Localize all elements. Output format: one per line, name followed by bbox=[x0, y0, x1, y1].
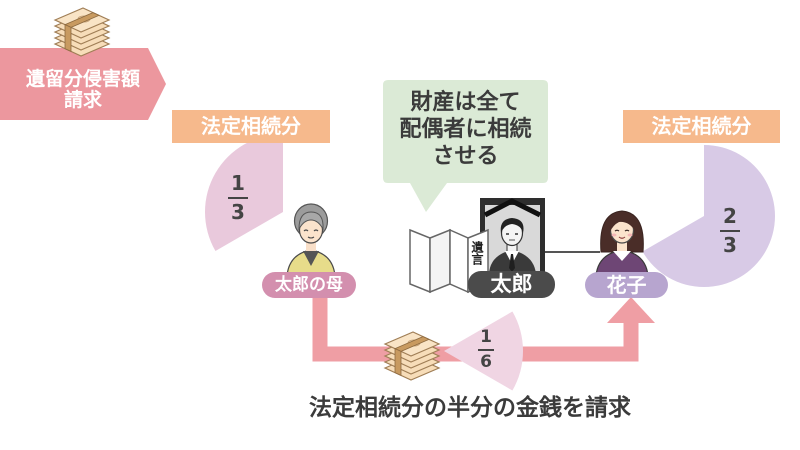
fraction-denominator: 3 bbox=[231, 200, 245, 224]
arrow-up-icon bbox=[607, 297, 655, 323]
portrait-tie bbox=[509, 254, 515, 272]
elderly-woman-icon bbox=[286, 203, 336, 277]
money-stack-icon bbox=[383, 331, 441, 381]
fraction-bar bbox=[720, 230, 740, 232]
speech-bubble-line-3: させる bbox=[432, 144, 499, 169]
speech-bubble bbox=[383, 80, 548, 212]
mother-neck bbox=[306, 241, 316, 251]
spouse-blush-left bbox=[611, 233, 617, 237]
fraction-numerator: 1 bbox=[480, 327, 492, 347]
spouse-neck bbox=[617, 241, 627, 251]
claim-banner-shape bbox=[0, 48, 166, 120]
will-panel-1 bbox=[409, 228, 431, 294]
mother-legal-share-label: 法定相続分 bbox=[172, 110, 330, 143]
mother-share-sector bbox=[204, 134, 283, 251]
memorial-portrait-icon bbox=[480, 198, 545, 278]
fraction-denominator: 3 bbox=[723, 233, 737, 257]
fraction-numerator: 2 bbox=[723, 204, 737, 228]
fraction-bar bbox=[228, 197, 248, 199]
mother-inner-shirt bbox=[303, 251, 319, 266]
spouse-mouth bbox=[618, 236, 626, 239]
will-panel-3 bbox=[449, 228, 469, 294]
spouse-eyes bbox=[614, 229, 630, 232]
will-panel-2 bbox=[429, 228, 451, 294]
money-stack-icon bbox=[53, 7, 111, 57]
spouse-blush-right bbox=[627, 233, 633, 237]
woman-icon bbox=[595, 210, 649, 277]
claim-share-sector bbox=[444, 311, 524, 391]
spouse-collar bbox=[613, 251, 631, 261]
fraction-numerator: 1 bbox=[231, 171, 245, 195]
bill-band-side bbox=[394, 347, 402, 377]
speech-bubble-line-2: 配偶者に相続 bbox=[399, 117, 532, 142]
spouse-name-tag: 花子 bbox=[585, 272, 668, 298]
mourning-ribbon bbox=[483, 198, 542, 218]
mother-eyes bbox=[303, 229, 319, 232]
fraction-bar bbox=[478, 349, 494, 351]
deceased-name-tag: 太郎 bbox=[468, 271, 555, 298]
speech-bubble-line-1: 財産は全て bbox=[410, 90, 521, 115]
mother-bangs bbox=[298, 211, 324, 231]
claim-banner-line-1: 遺留分侵害額 bbox=[25, 68, 140, 90]
will-label: 遺言 bbox=[470, 241, 484, 265]
mother-share-fraction: 1 3 bbox=[218, 172, 258, 224]
mother-mouth bbox=[307, 236, 315, 239]
claim-caption: 法定相続分の半分の金銭を請求 bbox=[309, 395, 631, 421]
speech-bubble-text: 財産は全て 配偶者に相続 させる bbox=[383, 89, 548, 170]
portrait-hair bbox=[500, 218, 524, 233]
mother-name-tag: 太郎の母 bbox=[262, 272, 356, 298]
claim-banner-line-2: 請求 bbox=[63, 89, 102, 111]
fraction-denominator: 6 bbox=[480, 352, 492, 372]
claim-share-fraction: 1 6 bbox=[466, 328, 506, 372]
bill-band-side bbox=[64, 23, 72, 53]
claim-banner-text: 遺留分侵害額 請求 bbox=[5, 69, 161, 111]
spouse-share-sector bbox=[642, 145, 775, 287]
spouse-legal-share-label: 法定相続分 bbox=[623, 110, 780, 143]
folded-will-icon bbox=[409, 228, 489, 294]
spouse-bangs bbox=[609, 213, 636, 232]
spouse-share-fraction: 2 3 bbox=[710, 205, 750, 257]
